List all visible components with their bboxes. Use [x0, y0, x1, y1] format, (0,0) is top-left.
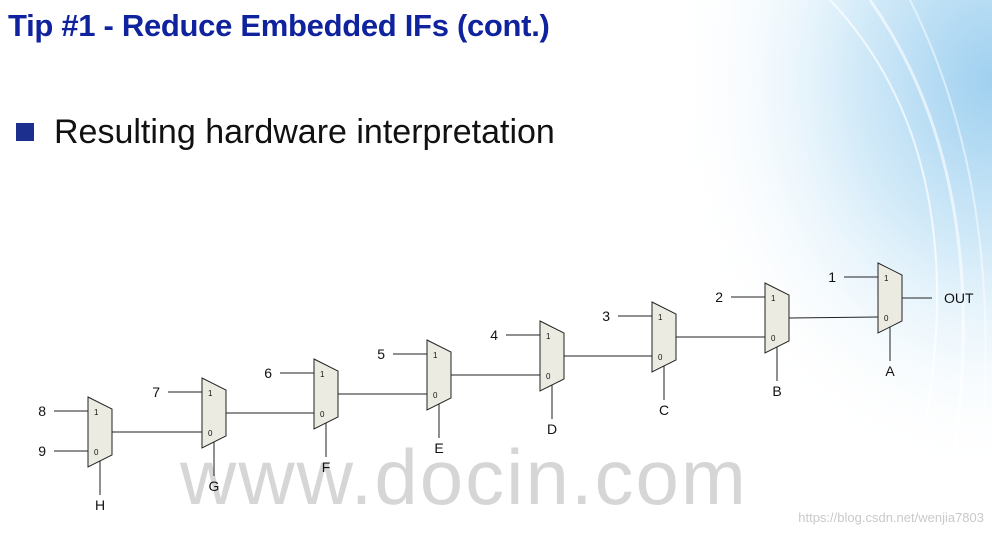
mux-port-label-1: 1 [320, 370, 325, 379]
mux-port-label-1: 1 [433, 351, 438, 360]
input-value-label: 9 [38, 443, 46, 459]
square-bullet-icon [16, 123, 34, 141]
select-label: A [885, 363, 895, 379]
mux-body [313, 358, 339, 430]
mux-body [539, 320, 565, 392]
mux-body [201, 377, 227, 449]
chain-wire [788, 316, 879, 319]
input-value-label: 5 [377, 346, 385, 362]
mux-body [651, 301, 677, 373]
mux-port-label-1: 1 [771, 294, 776, 303]
input-value-label: 1 [828, 269, 836, 285]
mux-port-label-0: 0 [433, 391, 438, 400]
select-label: G [209, 478, 220, 494]
mux-port-label-0: 0 [208, 429, 213, 438]
mux-port-label-0: 0 [771, 334, 776, 343]
mux-body [764, 282, 790, 354]
select-label: D [547, 421, 557, 437]
mux-port-label-1: 1 [658, 313, 663, 322]
watermark-text: www.docin.com [180, 433, 748, 521]
input-value-label: 2 [715, 289, 723, 305]
input-value-label: 4 [490, 327, 498, 343]
mux-port-label-0: 0 [546, 372, 551, 381]
select-label: F [322, 459, 331, 475]
watermark-credit: https://blog.csdn.net/wenjia7803 [798, 510, 984, 525]
mux-port-label-1: 1 [546, 332, 551, 341]
select-label: C [659, 402, 669, 418]
mux-body [426, 339, 452, 411]
mux-port-label-1: 1 [94, 408, 99, 417]
bullet-text: Resulting hardware interpretation [54, 112, 555, 151]
mux-port-label-1: 1 [884, 274, 889, 283]
mux-port-label-0: 0 [884, 314, 889, 323]
input-value-label: 3 [602, 308, 610, 324]
mux-body [877, 262, 903, 334]
mux-body [87, 396, 113, 468]
select-label: H [95, 497, 105, 513]
mux-port-label-0: 0 [658, 353, 663, 362]
input-value-label: 8 [38, 403, 46, 419]
mux-port-label-1: 1 [208, 389, 213, 398]
input-value-label: 6 [264, 365, 272, 381]
mux-port-label-0: 0 [94, 448, 99, 457]
select-label: B [772, 383, 781, 399]
input-value-label: 7 [152, 384, 160, 400]
mux-port-label-0: 0 [320, 410, 325, 419]
select-label: E [434, 440, 443, 456]
slide-title: Tip #1 - Reduce Embedded IFs (cont.) [8, 8, 550, 43]
bullet-item: Resulting hardware interpretation [16, 112, 555, 152]
output-label: OUT [944, 290, 974, 306]
